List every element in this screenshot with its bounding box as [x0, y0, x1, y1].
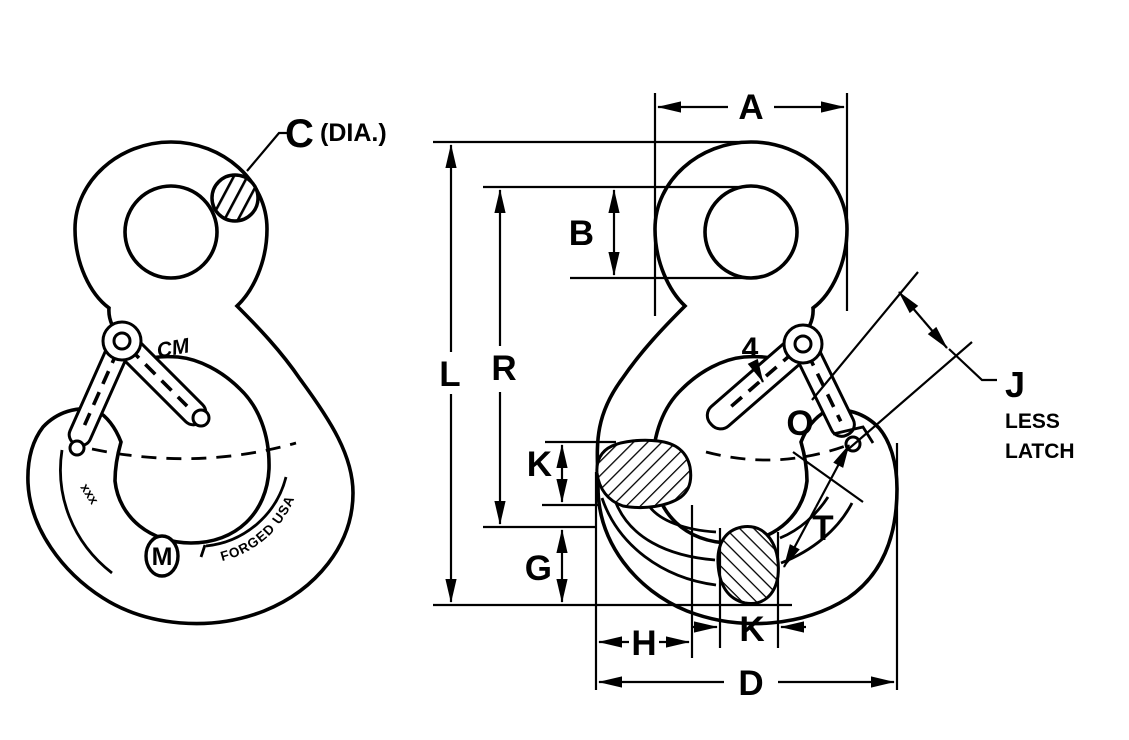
latch-mark-leader: [747, 358, 764, 383]
dim-label-k-bottom: K: [739, 610, 764, 649]
oval-mark-outline: [144, 534, 180, 578]
latch-tip-rivet-left: [68, 439, 86, 457]
latch-pivot-pin-left: [112, 331, 132, 351]
dim-t-edge-line: [792, 451, 864, 503]
bowl-arc-1: [600, 497, 717, 587]
dim-label-g: G: [525, 549, 552, 588]
dim-j-arrow-lower: [922, 319, 948, 349]
dim-label-c: C: [285, 112, 314, 156]
side-section-hatch: [595, 438, 693, 510]
dim-label-o: O: [786, 404, 813, 443]
dim-label-l: L: [439, 355, 460, 394]
bowl-arc-3: [647, 505, 717, 534]
eye-hole-right: [703, 184, 799, 280]
dim-label-j: J: [1005, 364, 1025, 405]
j-note-latch: LATCH: [1005, 440, 1075, 463]
brand-mark-cm: CM: [155, 334, 192, 362]
ref-lines-horizontal: [433, 140, 792, 607]
dim-label-b: B: [569, 214, 594, 253]
dim-label-r: R: [491, 349, 516, 388]
dim-label-k-side: K: [527, 445, 552, 484]
dim-label-t: T: [812, 509, 833, 548]
latch-open-rivet: [191, 408, 211, 428]
latch-mark-4: 4: [742, 332, 759, 365]
dim-label-a: A: [738, 88, 763, 127]
band-arc: [199, 476, 288, 558]
dimension-lines: A B L R K G H K D J: [433, 88, 1075, 703]
latch-pivot-pin-right: [793, 334, 813, 354]
j-note-less: LESS: [1005, 410, 1060, 433]
hidden-seat-arc-left: [91, 441, 297, 461]
dim-label-d: D: [738, 664, 763, 703]
dia-note-label: (DIA.): [320, 119, 387, 147]
hidden-seat-arc-right: [705, 443, 849, 462]
dim-j-leader: [948, 348, 997, 382]
dim-t-arrow-upper: [815, 444, 850, 508]
eye-section-hatch: [210, 173, 260, 223]
ext-lines-vertical: [594, 93, 899, 690]
limb-inner-arc: [59, 449, 113, 575]
dim-j-arrow-upper: [898, 291, 924, 321]
dim-t-arrow-lower: [783, 506, 817, 568]
latch-tip-bracket: [832, 425, 875, 444]
bottom-section-hatch: [716, 524, 780, 606]
dim-label-h: H: [631, 624, 656, 663]
right-view-hook: [595, 140, 899, 626]
c-leader-line: [246, 131, 291, 172]
oval-mark-m: M: [152, 543, 173, 571]
bowl-arc-5: [779, 496, 830, 540]
eye-hole-left: [123, 184, 219, 280]
bowl-arc-2: [614, 502, 716, 562]
left-view-hook: C (DIA.) CM xxx M FORGED USA: [26, 112, 387, 626]
